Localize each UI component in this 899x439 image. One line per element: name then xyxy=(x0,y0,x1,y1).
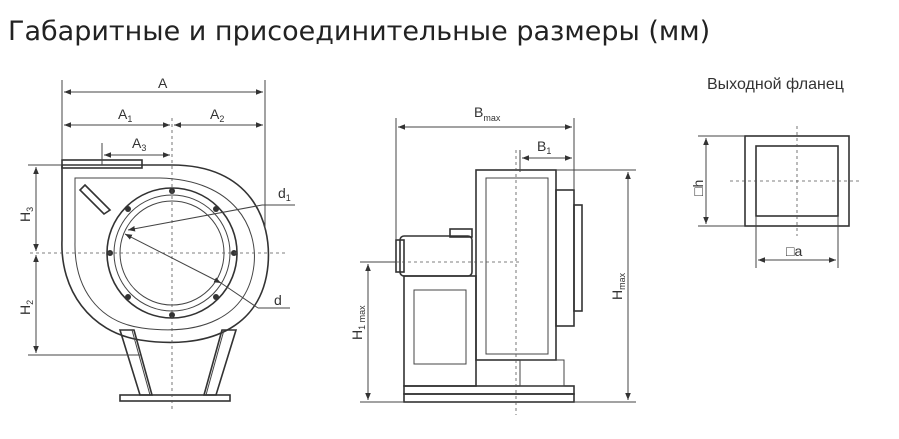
label-h: □h xyxy=(690,180,706,196)
label-a: A xyxy=(158,75,168,91)
label-h1max: H1 max xyxy=(349,305,367,340)
label-a2: A2 xyxy=(210,106,224,124)
flange-title: Выходной фланец xyxy=(707,76,844,93)
label-a-flange: □a xyxy=(786,243,802,259)
label-a1: A1 xyxy=(118,106,132,124)
label-d: d xyxy=(274,292,282,308)
label-bmax: Bmax xyxy=(474,104,501,123)
front-view: A A1 A2 A3 d1 d H3 H2 xyxy=(17,75,295,410)
label-h2: H2 xyxy=(17,300,35,315)
label-d1: d1 xyxy=(278,185,291,203)
side-view: Bmax B1 H1 max Hmax xyxy=(349,104,636,415)
label-b1: B1 xyxy=(537,138,551,156)
outlet-flange: □h □a xyxy=(690,126,862,268)
label-a3: A3 xyxy=(132,135,146,153)
label-h3: H3 xyxy=(17,207,35,222)
page-title: Габаритные и присоединительные размеры (… xyxy=(8,16,711,47)
label-hmax: Hmax xyxy=(609,272,627,300)
